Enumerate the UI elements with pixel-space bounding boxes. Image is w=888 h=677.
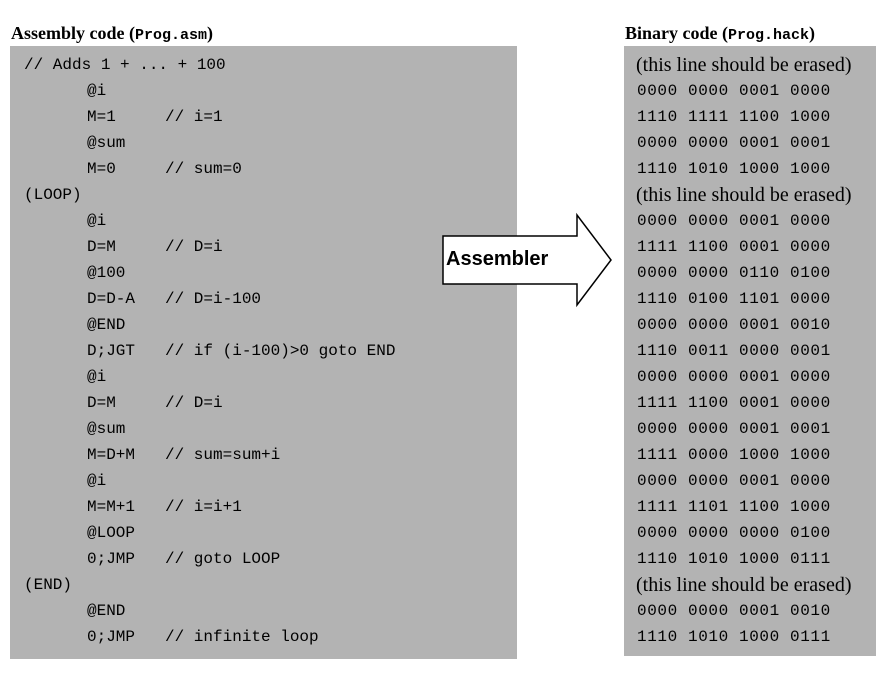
asm-comment-text: // if (i-100)>0 goto END [165,342,396,360]
binary-word-line: 0000 0000 0001 0001 [624,416,876,442]
binary-title-close: ) [809,23,816,43]
binary-word-line: 1110 1010 1000 0111 [624,624,876,650]
asm-instruction-text: M=0 [87,160,116,178]
binary-bits-text: 0000 0000 0001 0001 [637,134,831,152]
asm-comment-text: // D=i [165,394,223,412]
asm-instruction-text: @sum [87,134,126,152]
binary-file-name: Prog.hack [728,27,810,44]
asm-instruction-text: 0;JMP [87,628,136,646]
asm-instruction-text: @i [87,368,107,386]
asm-instruction-text: D=D-A [87,290,136,308]
asm-comment-text: // D=i [165,238,223,256]
asm-instruction-text: M=1 [87,108,116,126]
binary-bits-text: 0000 0000 0001 0000 [637,368,831,386]
binary-word-line: 1111 0000 1000 1000 [624,442,876,468]
binary-bits-text: 1111 1100 0001 0000 [637,238,831,256]
binary-title-text: Binary code ( [625,23,728,43]
asm-instruction-text: // Adds 1 + ... + 100 [24,56,226,74]
binary-bits-text: 1111 1100 0001 0000 [637,394,831,412]
binary-word-line: 0000 0000 0001 0000 [624,468,876,494]
asm-comment-text: // i=i+1 [165,498,242,516]
asm-instruction-text: @i [87,82,107,100]
binary-note-text: (this line should be erased) [636,184,852,206]
binary-bits-text: 1111 1101 1100 1000 [637,498,831,516]
binary-erased-note: (this line should be erased) [624,52,876,78]
binary-note-text: (this line should be erased) [636,54,852,76]
assembly-file-name: Prog.asm [135,27,208,44]
assembler-arrow-icon [442,212,612,308]
asm-instruction-text: @100 [87,264,126,282]
binary-bits-text: 1110 1010 1000 0111 [637,628,831,646]
asm-instruction-text: @i [87,472,107,490]
binary-word-line: 1111 1100 0001 0000 [624,234,876,260]
binary-word-line: 0000 0000 0001 0000 [624,364,876,390]
binary-code-panel: (this line should be erased) 0000 0000 00… [624,46,876,656]
asm-comment-text: // goto LOOP [165,550,281,568]
binary-bits-text: 1110 0011 0000 0001 [637,342,831,360]
binary-bits-text: 0000 0000 0001 0000 [637,212,831,230]
assembler-arrow-shape [442,212,612,308]
asm-instruction-text: M=M+1 [87,498,136,516]
assembler-label: Assembler [446,248,549,270]
assembly-title-close: ) [207,23,214,43]
binary-word-line: 1110 1010 1000 0111 [624,546,876,572]
binary-word-line: 1111 1101 1100 1000 [624,494,876,520]
binary-word-line: 0000 0000 0001 0000 [624,78,876,104]
binary-bits-text: 1110 1111 1100 1000 [637,108,831,126]
asm-instruction-text: D;JGT [87,342,136,360]
asm-instruction-text: D=M [87,238,116,256]
binary-word-line: 0000 0000 0001 0000 [624,208,876,234]
asm-comment-text: // sum=sum+i [165,446,281,464]
asm-instruction-text: @LOOP [87,524,136,542]
binary-word-line: 0000 0000 0001 0001 [624,130,876,156]
asm-instruction-text: @sum [87,420,126,438]
asm-instruction-text: @END [87,316,126,334]
binary-word-line: 0000 0000 0001 0010 [624,312,876,338]
binary-code-title: Binary code (Prog.hack) [625,20,815,49]
binary-word-line: 1110 0100 1101 0000 [624,286,876,312]
binary-word-line: 1111 1100 0001 0000 [624,390,876,416]
asm-comment-text: // i=1 [165,108,223,126]
binary-bits-text: 0000 0000 0001 0001 [637,420,831,438]
asm-comment-text: // infinite loop [165,628,319,646]
binary-bits-text: 0000 0000 0001 0000 [637,82,831,100]
binary-bits-text: 0000 0000 0001 0010 [637,602,831,620]
asm-instruction-text: 0;JMP [87,550,136,568]
binary-bits-text: 0000 0000 0001 0010 [637,316,831,334]
binary-erased-note: (this line should be erased) [624,572,876,598]
binary-note-text: (this line should be erased) [636,574,852,596]
binary-word-line: 1110 1111 1100 1000 [624,104,876,130]
binary-bits-text: 1110 1010 1000 1000 [637,160,831,178]
asm-instruction-text: (LOOP) [24,186,82,204]
binary-bits-text: 1110 0100 1101 0000 [637,290,831,308]
binary-word-line: 0000 0000 0000 0100 [624,520,876,546]
binary-word-line: 1110 1010 1000 1000 [624,156,876,182]
assembly-title-text: Assembly code ( [11,23,135,43]
asm-instruction-text: @END [87,602,126,620]
asm-comment-text: // sum=0 [165,160,242,178]
assembly-code-title: Assembly code (Prog.asm) [11,20,213,49]
asm-instruction-text: (END) [24,576,73,594]
binary-bits-text: 1110 1010 1000 0111 [637,550,831,568]
asm-instruction-text: D=M [87,394,116,412]
binary-bits-text: 0000 0000 0001 0000 [637,472,831,490]
binary-word-line: 0000 0000 0001 0010 [624,598,876,624]
binary-erased-note: (this line should be erased) [624,182,876,208]
binary-word-line: 1110 0011 0000 0001 [624,338,876,364]
asm-instruction-text: @i [87,212,107,230]
binary-bits-text: 0000 0000 0110 0100 [637,264,831,282]
binary-bits-text: 1111 0000 1000 1000 [637,446,831,464]
binary-word-line: 0000 0000 0110 0100 [624,260,876,286]
asm-comment-text: // D=i-100 [165,290,262,308]
asm-instruction-text: M=D+M [87,446,136,464]
binary-bits-text: 0000 0000 0000 0100 [637,524,831,542]
